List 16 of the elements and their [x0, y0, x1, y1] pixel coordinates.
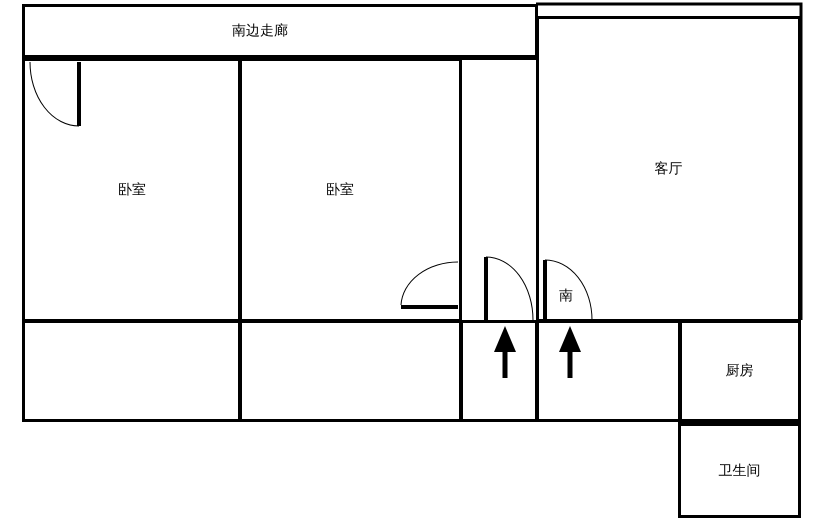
room-label: 卫生间: [718, 462, 760, 480]
room-label: 厨房: [726, 362, 754, 380]
empty-room: [22, 320, 242, 422]
empty-room: [460, 320, 538, 422]
room: [22, 58, 242, 322]
room: [678, 420, 801, 518]
room-label: 南边走廊: [232, 22, 288, 40]
room: [22, 4, 538, 60]
room: [678, 320, 801, 422]
empty-room: [536, 320, 682, 422]
room-label: 卧室: [118, 181, 146, 199]
room: [238, 58, 462, 322]
room-label: 卧室: [326, 181, 354, 199]
room-label: 客厅: [654, 160, 682, 178]
direction-label: 南: [559, 287, 573, 305]
empty-room: [238, 320, 462, 422]
